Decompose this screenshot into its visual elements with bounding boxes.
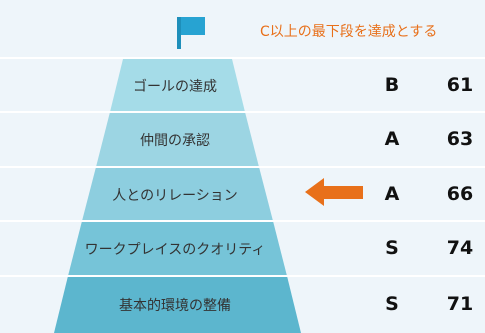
layer-label-peer-recognition: 仲間の承認 [140,133,210,149]
pyramid-layer-3 [82,167,273,221]
flag-pole [177,17,181,49]
grade-basic-environment: S [385,293,399,315]
score-goal-achievement: 61 [446,74,474,96]
grade-peer-recognition: A [384,128,400,150]
pyramid-layer-1 [110,59,245,112]
layer-label-basic-environment: 基本的環境の整備 [119,298,231,314]
score-workplace-quality: 74 [446,237,474,259]
arrow-left-icon [323,186,363,199]
layer-label-goal-achievement: ゴールの達成 [133,79,217,95]
layer-label-relationships: 人とのリレーション [112,188,238,204]
row-divider [0,111,485,113]
pyramid-layer-2 [96,112,259,167]
score-basic-environment: 71 [446,293,474,315]
goal-note: C以上の最下段を達成とする [260,24,438,40]
row-divider [0,275,485,277]
grade-relationships: A [384,183,400,205]
layer-label-workplace-quality: ワークプレイスのクオリティ [84,242,266,258]
row-divider [0,166,485,168]
pyramid-layer-4 [68,221,287,276]
grade-goal-achievement: B [384,74,400,96]
score-peer-recognition: 63 [446,128,474,150]
arrow-head [305,178,324,206]
score-relationships: 66 [446,183,474,205]
flag-icon [181,17,205,35]
grade-workplace-quality: S [385,237,399,259]
row-divider [0,220,485,222]
pyramid-layer-5 [54,276,301,333]
row-divider [0,57,485,59]
